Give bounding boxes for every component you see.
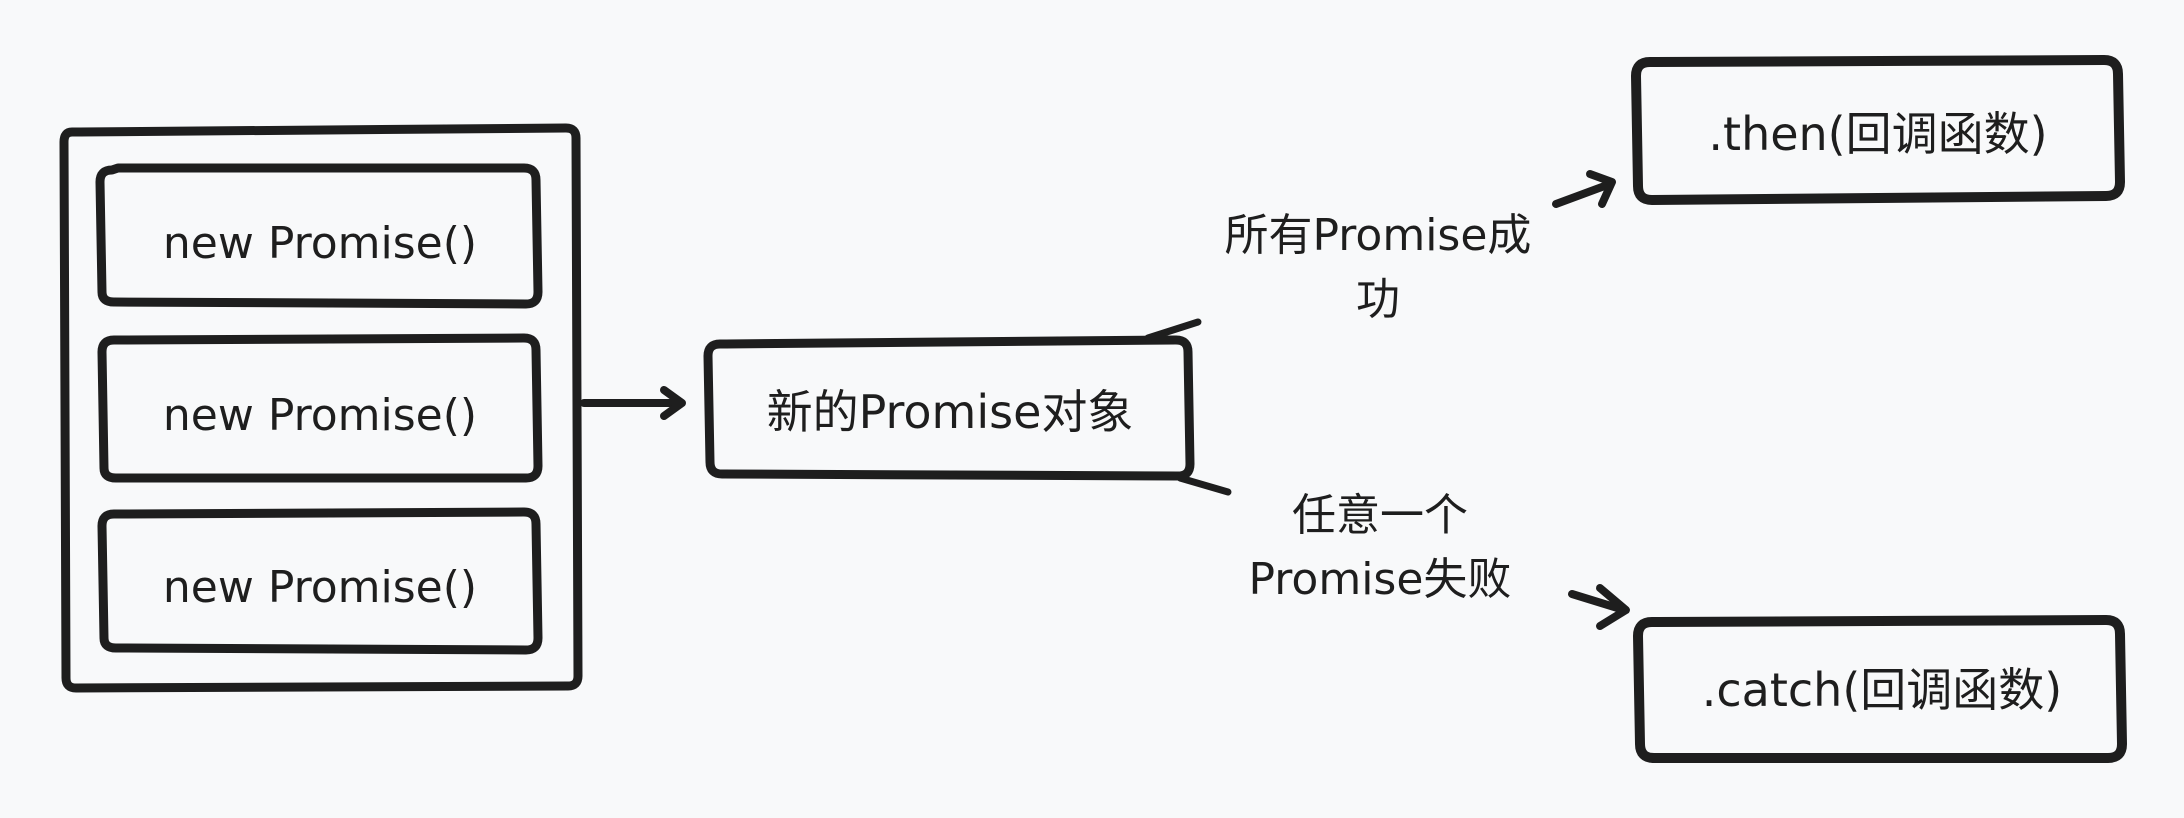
arrow-to-new-promise [580, 386, 686, 420]
failure-edge-label-line1: 任意一个 [1292, 490, 1468, 541]
promise-box-3-label: new Promise() [163, 562, 477, 613]
promise-box-3: new Promise() [97, 507, 543, 655]
new-promise-object-node: 新的Promise对象 [703, 335, 1195, 481]
then-node: .then(回调函数) [1631, 55, 2125, 205]
catch-node-label: .catch(回调函数) [1702, 663, 2062, 717]
promise-box-1-label: new Promise() [163, 218, 477, 269]
promise-box-1: new Promise() [95, 163, 543, 309]
promise-box-2: new Promise() [97, 333, 543, 483]
input-promises-container [59, 123, 583, 693]
catch-node: .catch(回调函数) [1633, 615, 2127, 763]
then-node-label: .then(回调函数) [1708, 107, 2047, 161]
success-edge-label-line2: 功 [1356, 274, 1400, 325]
failure-edge: 任意一个 Promise失败 [1176, 474, 1630, 630]
failure-edge-label-line2: Promise失败 [1249, 554, 1512, 605]
success-edge-label-line1: 所有Promise成 [1225, 210, 1532, 261]
promise-box-2-label: new Promise() [163, 390, 477, 441]
new-promise-object-label: 新的Promise对象 [767, 385, 1134, 439]
success-edge: 所有Promise成 功 [1144, 170, 1616, 342]
input-promises-group: new Promise() new Promise() new Promise(… [59, 123, 583, 693]
